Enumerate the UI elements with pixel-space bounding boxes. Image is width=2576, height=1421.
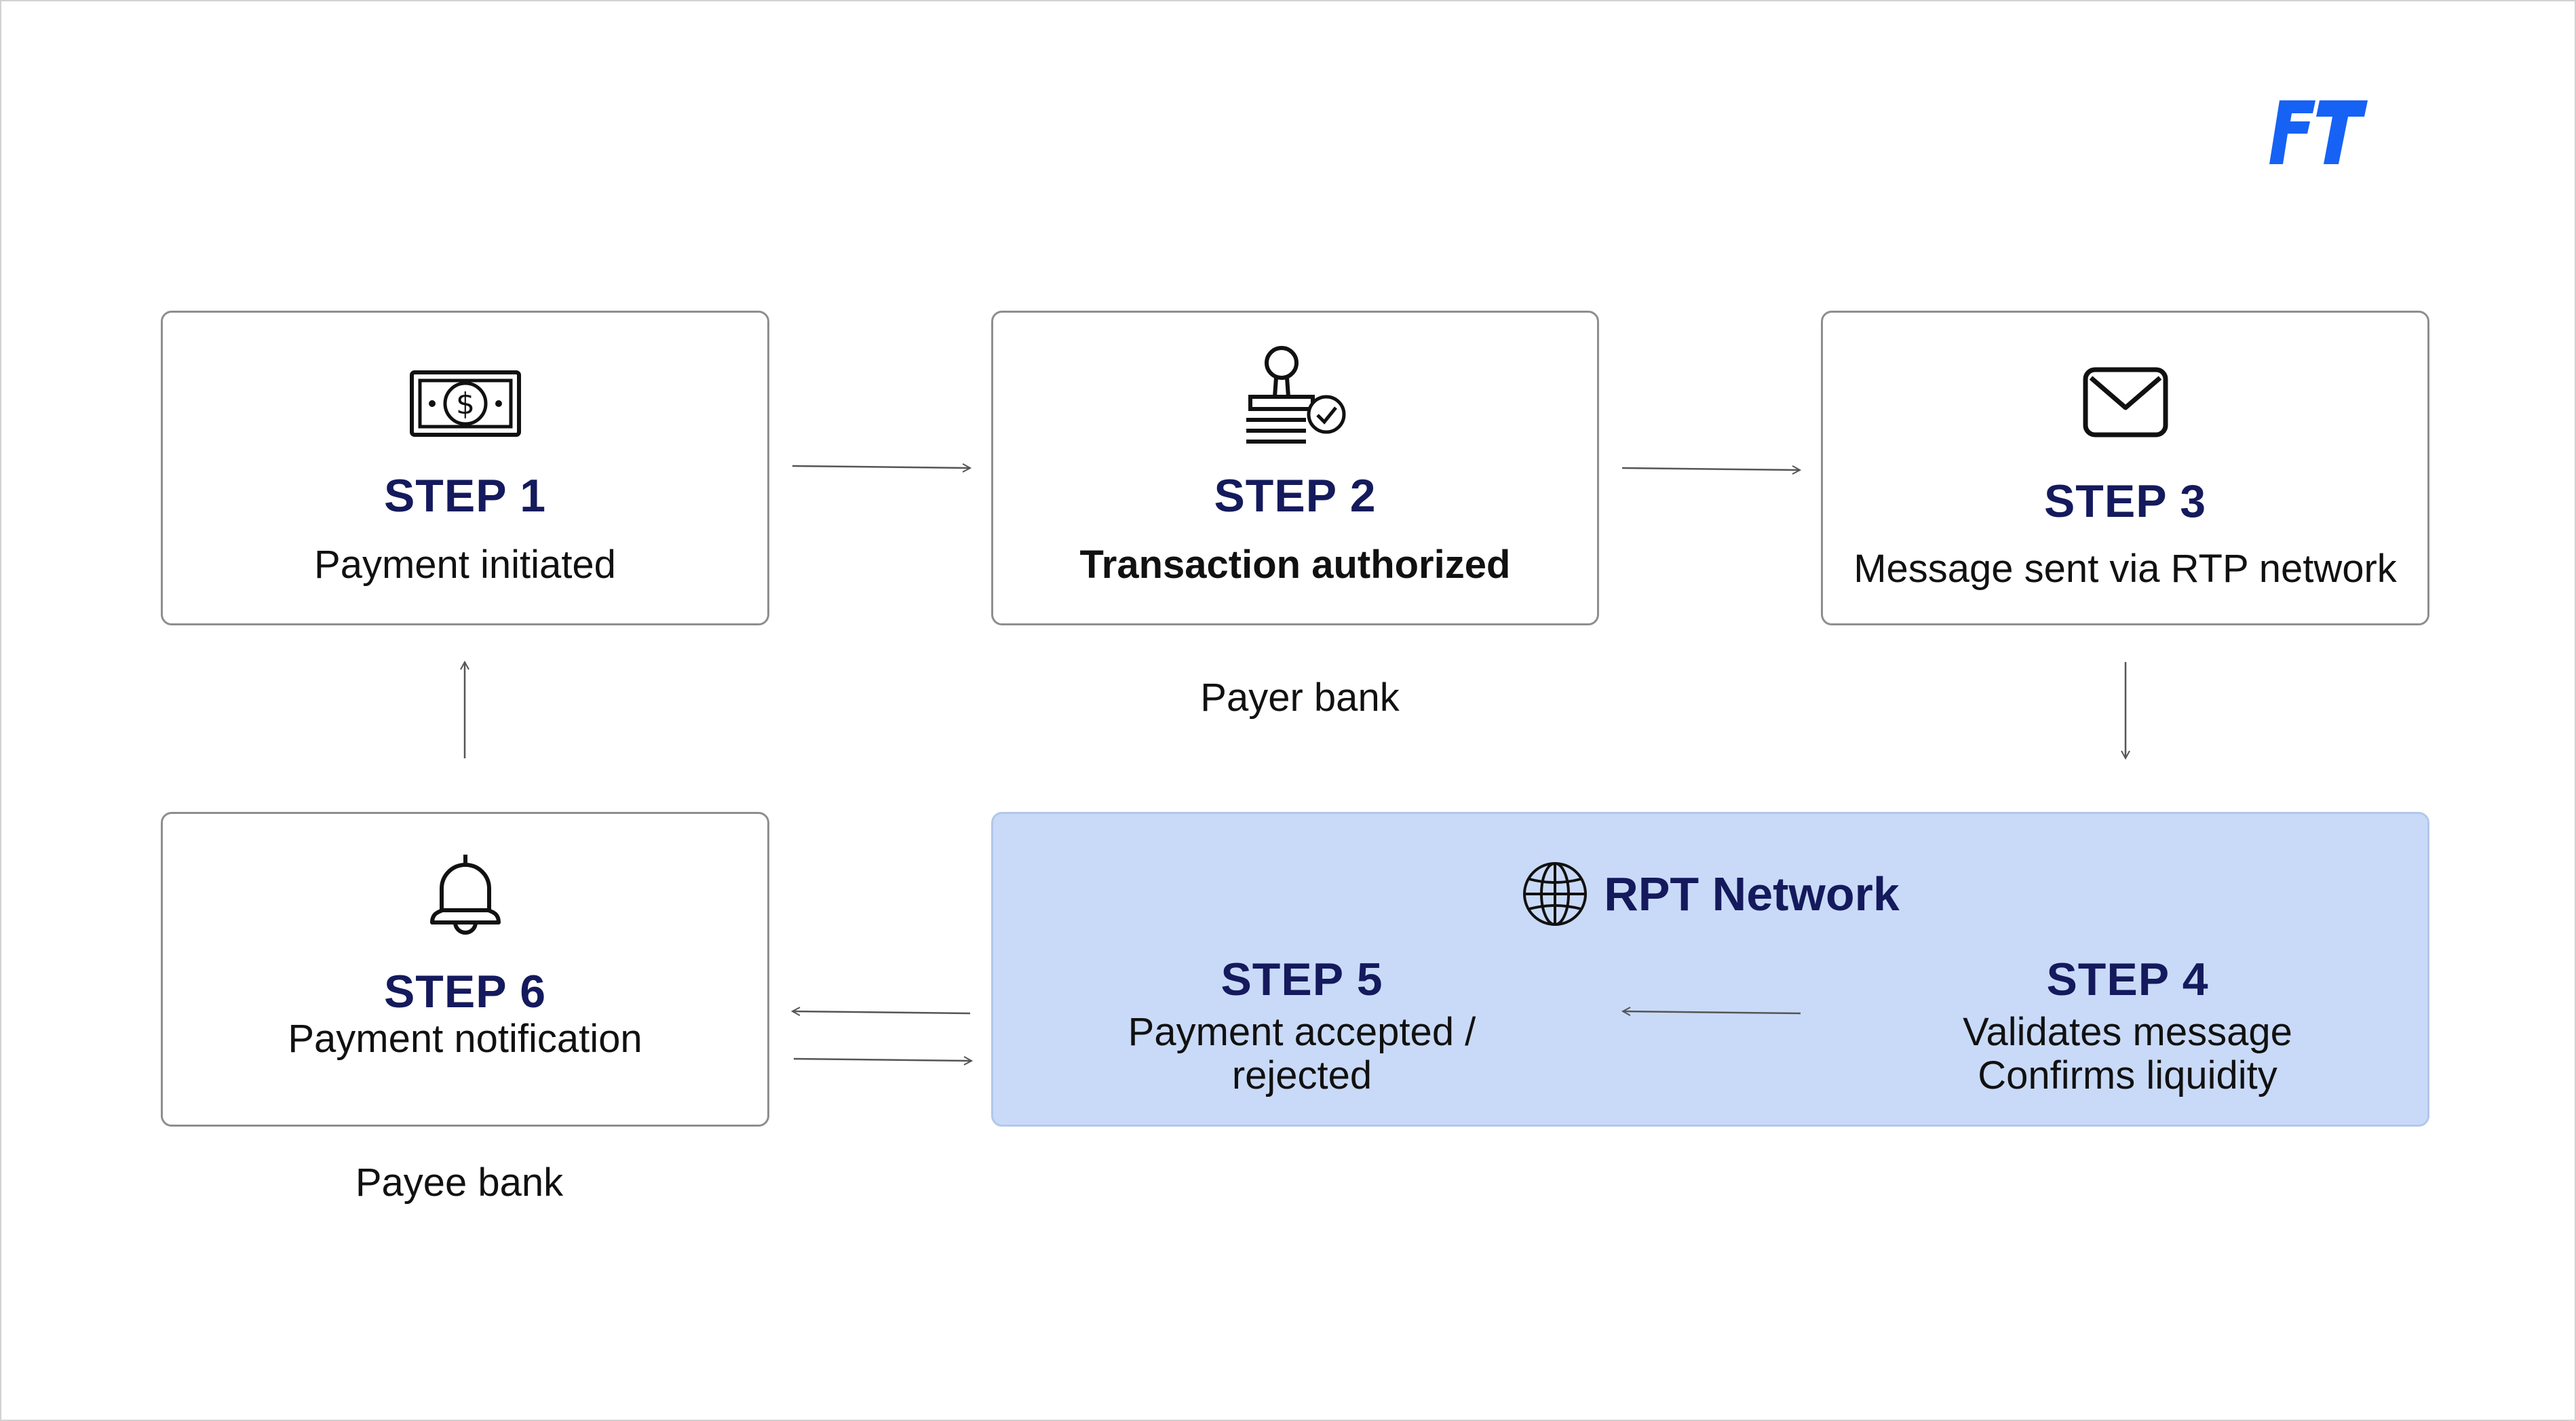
step-3-box: STEP 3 Message sent via RTP network [1821, 311, 2429, 625]
ft-logo [2269, 100, 2368, 164]
rpt-network-header: RPT Network [993, 860, 2427, 928]
step-4-description-line-1: Validates message [1963, 1010, 2292, 1054]
step-3-description: Message sent via RTP network [1853, 547, 2397, 591]
step-4-group: STEP 4 Validates message Confirms liquid… [1824, 814, 2431, 1129]
rpt-network-box: RPT Network STEP 5 Payment accepted / re… [991, 812, 2429, 1127]
envelope-icon [2083, 367, 2168, 437]
step-6-box: STEP 6 Payment notification [161, 812, 769, 1127]
step-5-title: STEP 5 [1220, 954, 1383, 1005]
step-2-box: STEP 2 Transaction authorized [991, 311, 1599, 625]
step-6-description: Payment notification [288, 1017, 642, 1061]
globe-icon [1523, 862, 1588, 926]
step-1-title: STEP 1 [383, 470, 547, 522]
step-4-title: STEP 4 [2046, 954, 2209, 1005]
payer-bank-label: Payer bank [1200, 676, 1400, 720]
stamp-approval-icon [1246, 346, 1346, 444]
step-1-description: Payment initiated [314, 543, 616, 587]
svg-text:$: $ [456, 387, 475, 421]
step-1-box: $ STEP 1 Payment initiated [161, 311, 769, 625]
step-2-description: Transaction authorized [1079, 543, 1511, 587]
banknote-icon: $ [409, 370, 521, 437]
step-3-title: STEP 3 [2043, 475, 2207, 527]
rpt-network-title: RPT Network [1604, 868, 1900, 920]
step-5-description-line-1: Payment accepted / [1128, 1010, 1476, 1054]
step-6-title: STEP 6 [383, 966, 547, 1017]
step-2-title: STEP 2 [1214, 470, 1377, 522]
bell-icon [429, 855, 501, 935]
step-4-description-line-2: Confirms liquidity [1978, 1053, 2277, 1097]
step-5-description-line-2: rejected [1231, 1053, 1372, 1097]
step-5-group: STEP 5 Payment accepted / rejected [993, 814, 1611, 1129]
payee-bank-label: Payee bank [355, 1161, 564, 1205]
